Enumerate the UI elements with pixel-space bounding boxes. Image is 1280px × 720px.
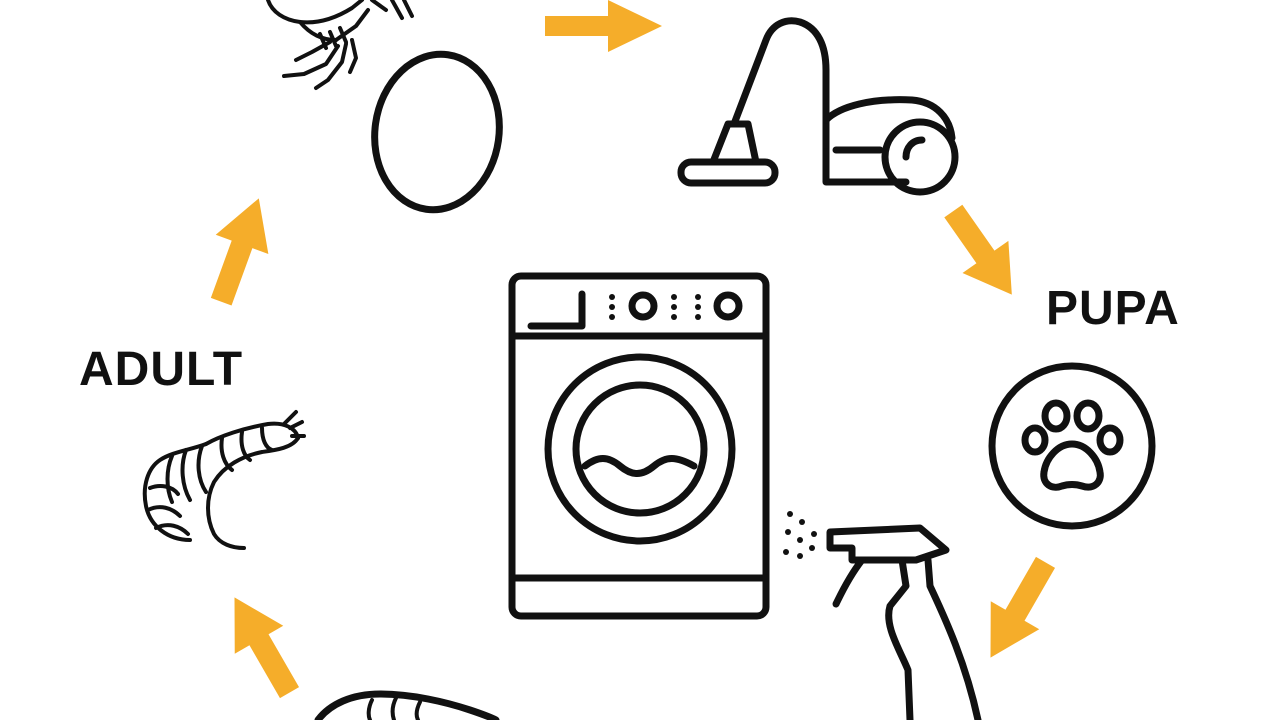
pet-paw-icon [988,362,1156,530]
arrow-left-upper [210,198,269,306]
egg-icon [371,50,503,214]
washing-machine-icon [508,272,770,620]
pupa-label: PUPA [1046,282,1180,335]
vacuum-cleaner-icon [677,17,959,196]
larva-icon [142,410,306,550]
pupa-cocoon-icon [314,690,500,720]
arrow-right-lower [990,556,1056,658]
adult-label: ADULT [79,343,244,396]
flea-icon [266,0,414,90]
cycle-arrows [210,0,1056,699]
arrow-top-right [545,0,662,52]
arrow-right-upper [944,204,1012,295]
spray-bottle-icon [783,511,982,720]
arrow-left-lower [234,597,300,699]
